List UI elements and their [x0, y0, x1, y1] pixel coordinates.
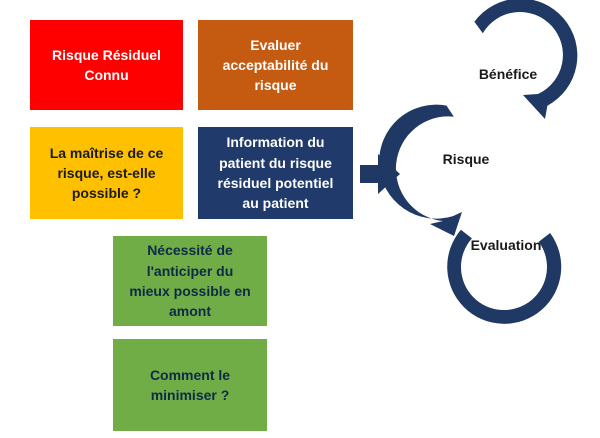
box-necessite-anticiper: Nécessité de l'anticiper du mieux possib… [113, 236, 267, 326]
box-comment-minimiser: Comment le minimiser ? [113, 339, 267, 431]
box-maitrise-risque: La maîtrise de ce risque, est-elle possi… [30, 127, 183, 219]
box-evaluer-acceptabilite: Evaluer acceptabilité du risque [198, 20, 353, 110]
evaluation-ring-arrow-icon [447, 229, 562, 324]
cycle-label-benefice: Bénéfice [479, 66, 538, 82]
box-information-patient: Information du patient du risque résidue… [198, 127, 353, 219]
right-arrow-icon [360, 154, 400, 194]
cycle-label-evaluation: Evaluation [471, 237, 542, 253]
risk-ring-arrow-icon [379, 104, 462, 236]
benefit-ring-arrow-icon [474, 0, 578, 119]
cycle-label-risque: Risque [443, 151, 490, 167]
box-risque-residuel-connu: Risque Résiduel Connu [30, 20, 183, 110]
